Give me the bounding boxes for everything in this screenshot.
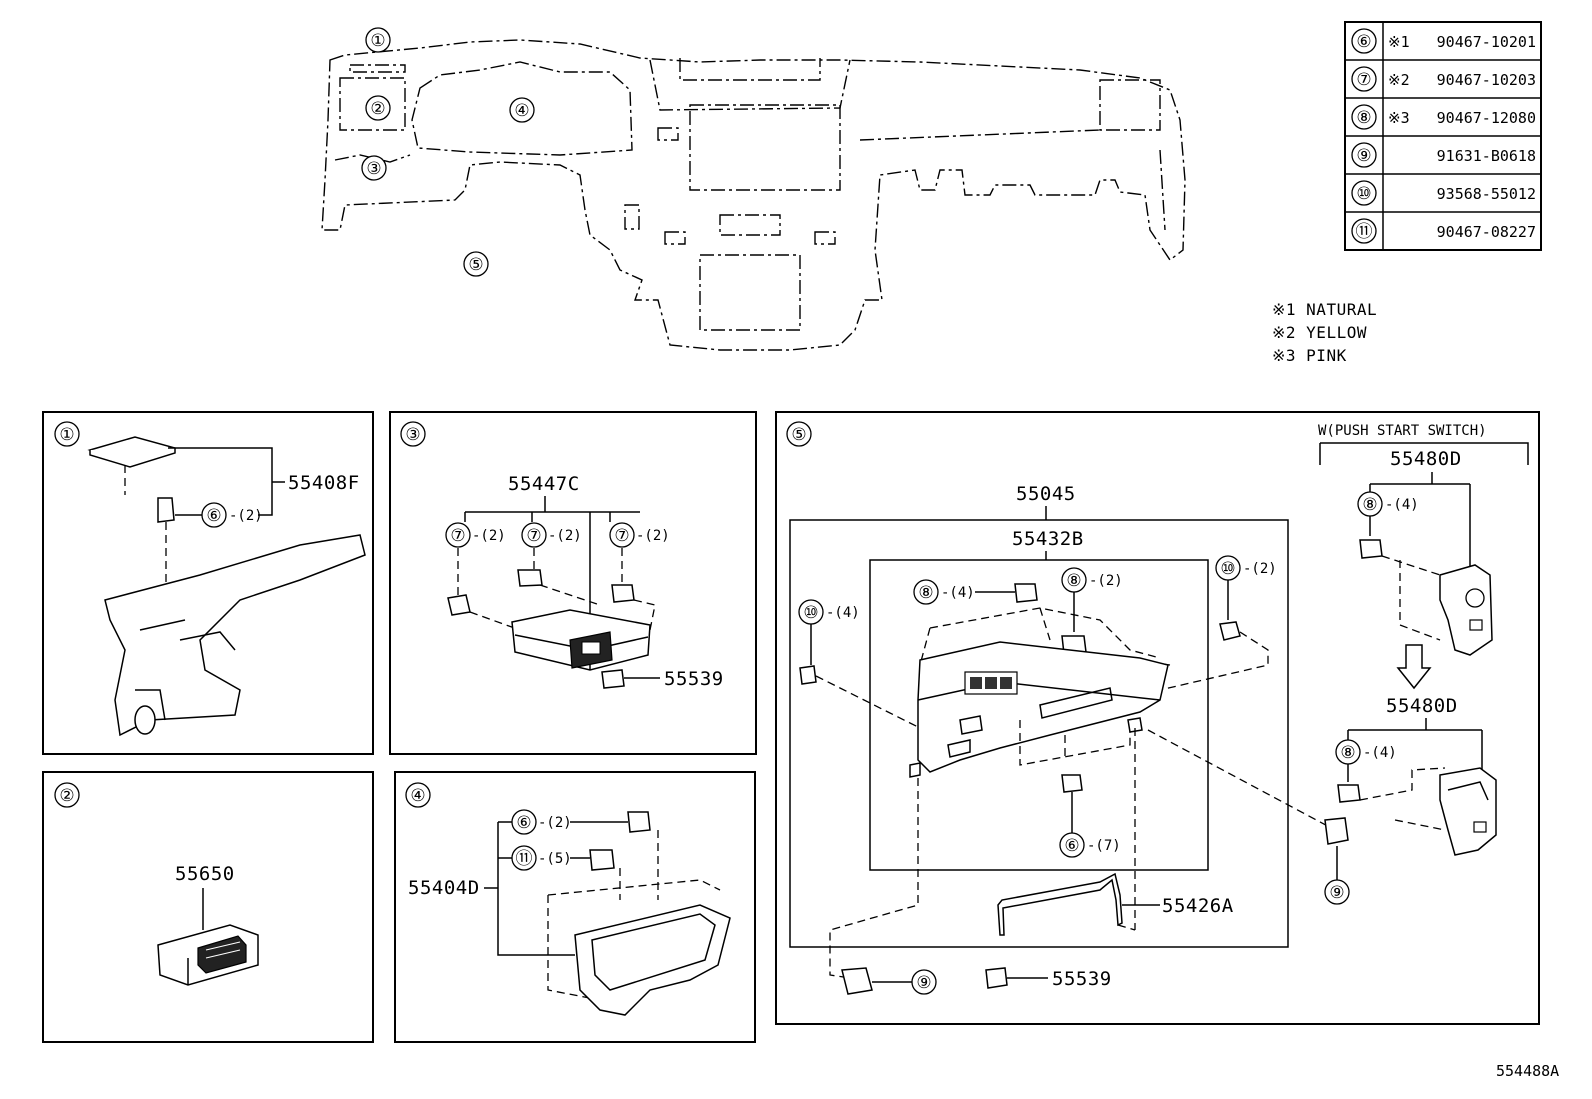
part-label-outer: 55045 [1016, 483, 1076, 505]
detail-panel-4: ④ 55404D ⑥ -(2) ⑪ -(5) [394, 771, 756, 1043]
svg-text:※2: ※2 [1388, 71, 1410, 89]
part-label: 55426A [1162, 895, 1234, 917]
table-row: ⑥ ※1 90467-10201 [1351, 28, 1536, 54]
svg-text:③: ③ [366, 159, 381, 179]
svg-text:②: ② [370, 99, 385, 119]
svg-text:91631-B0618: 91631-B0618 [1437, 147, 1536, 165]
overview-callout-1: ① [365, 27, 391, 53]
svg-text:-(5): -(5) [538, 851, 572, 867]
svg-text:①: ① [59, 425, 74, 445]
svg-text:⑧: ⑧ [1066, 571, 1081, 591]
overview-callout-4: ④ [509, 97, 535, 123]
svg-text:-(2): -(2) [1243, 561, 1277, 577]
switch-label-bottom: 55480D [1386, 695, 1458, 717]
svg-text:⑤: ⑤ [468, 255, 483, 275]
svg-text:⑦: ⑦ [614, 526, 629, 546]
svg-text:⑨: ⑨ [1356, 146, 1371, 166]
svg-text:※1: ※1 [1388, 33, 1410, 51]
svg-text:93568-55012: 93568-55012 [1437, 185, 1536, 203]
svg-text:⑧: ⑧ [918, 583, 933, 603]
part-label-inner: 55432B [1012, 528, 1084, 550]
arrow-down-icon [1396, 644, 1432, 690]
svg-text:⑥: ⑥ [516, 813, 531, 833]
svg-text:⑤: ⑤ [791, 425, 806, 445]
svg-text:-(4): -(4) [826, 605, 860, 621]
svg-text:⑨: ⑨ [916, 973, 931, 993]
detail-panel-2: ② 55650 [42, 771, 374, 1043]
svg-text:⑩: ⑩ [1220, 559, 1235, 579]
table-row: ⑪ 90467-08227 [1351, 218, 1536, 244]
svg-text:⑨: ⑨ [1329, 883, 1344, 903]
svg-text:⑪: ⑪ [1356, 222, 1373, 242]
table-row: ⑩ 93568-55012 [1351, 180, 1536, 206]
parts-table: ⑥ ※1 90467-10201 ⑦ ※2 90467-10203 ⑧ ※3 9… [1344, 21, 1542, 251]
switch-label-top: 55480D [1390, 448, 1462, 470]
part-label: 55650 [175, 863, 235, 885]
svg-text:-(2): -(2) [229, 508, 263, 524]
svg-text:-(2): -(2) [1089, 573, 1123, 589]
dashboard-overview [321, 39, 1186, 351]
svg-text:-(7): -(7) [1087, 838, 1121, 854]
svg-text:※3: ※3 [1388, 109, 1410, 127]
svg-text:-(2): -(2) [538, 815, 572, 831]
table-row: ⑨ 91631-B0618 [1351, 142, 1536, 168]
svg-text:-(4): -(4) [1363, 745, 1397, 761]
overview-callout-5: ⑤ [463, 251, 489, 277]
diagram-id: 554488A [1496, 1062, 1559, 1080]
variant-label: W(PUSH START SWITCH) [1318, 423, 1487, 439]
svg-text:⑧: ⑧ [1356, 108, 1371, 128]
svg-text:④: ④ [514, 101, 529, 121]
detail-panel-5: ⑤ 55045 55432B ⑧ -(4) ⑧ -(2) ⑩ -(4) ⑩ -(… [775, 411, 1540, 1025]
svg-text:②: ② [59, 786, 74, 806]
svg-text:⑦: ⑦ [450, 526, 465, 546]
detail-panel-3: ③ 55447C ⑦ -(2) ⑦ -(2) ⑦ -(2) 55539 [389, 411, 757, 755]
part-label: 55408F [288, 472, 360, 494]
part-label: 55404D [408, 877, 480, 899]
svg-text:⑦: ⑦ [1356, 70, 1371, 90]
svg-text:⑧: ⑧ [1340, 743, 1355, 763]
note-yellow: ※2 YELLOW [1272, 323, 1367, 342]
note-pink: ※3 PINK [1272, 346, 1347, 365]
svg-text:90467-08227: 90467-08227 [1437, 223, 1536, 241]
svg-text:⑦: ⑦ [526, 526, 541, 546]
svg-text:-(2): -(2) [636, 528, 670, 544]
svg-text:⑥: ⑥ [206, 506, 221, 526]
svg-text:①: ① [370, 31, 385, 51]
svg-text:④: ④ [410, 786, 425, 806]
svg-text:③: ③ [405, 425, 420, 445]
table-row: ⑦ ※2 90467-10203 [1351, 66, 1536, 92]
overview-callout-3: ③ [361, 155, 387, 181]
svg-text:-(4): -(4) [1385, 497, 1419, 513]
svg-text:⑧: ⑧ [1362, 495, 1377, 515]
svg-text:⑥: ⑥ [1064, 836, 1079, 856]
overview-callout-2: ② [365, 95, 391, 121]
svg-text:90467-12080: 90467-12080 [1437, 109, 1536, 127]
svg-text:90467-10203: 90467-10203 [1437, 71, 1536, 89]
note-natural: ※1 NATURAL [1272, 300, 1377, 319]
svg-text:⑪: ⑪ [516, 849, 533, 869]
svg-text:90467-10201: 90467-10201 [1437, 33, 1536, 51]
part-label: 55447C [508, 473, 580, 495]
svg-text:⑩: ⑩ [1356, 184, 1371, 204]
svg-text:⑩: ⑩ [803, 603, 818, 623]
svg-text:-(4): -(4) [941, 585, 975, 601]
part-label: 55539 [1052, 968, 1112, 990]
part-label: 55539 [664, 668, 724, 690]
svg-text:-(2): -(2) [548, 528, 582, 544]
table-row: ⑧ ※3 90467-12080 [1351, 104, 1536, 130]
svg-text:⑥: ⑥ [1356, 32, 1371, 52]
svg-text:-(2): -(2) [472, 528, 506, 544]
detail-panel-1: ① 55408F ⑥ -(2) [42, 411, 374, 755]
color-notes: ※1 NATURAL ※2 YELLOW ※3 PINK [1272, 300, 1377, 365]
